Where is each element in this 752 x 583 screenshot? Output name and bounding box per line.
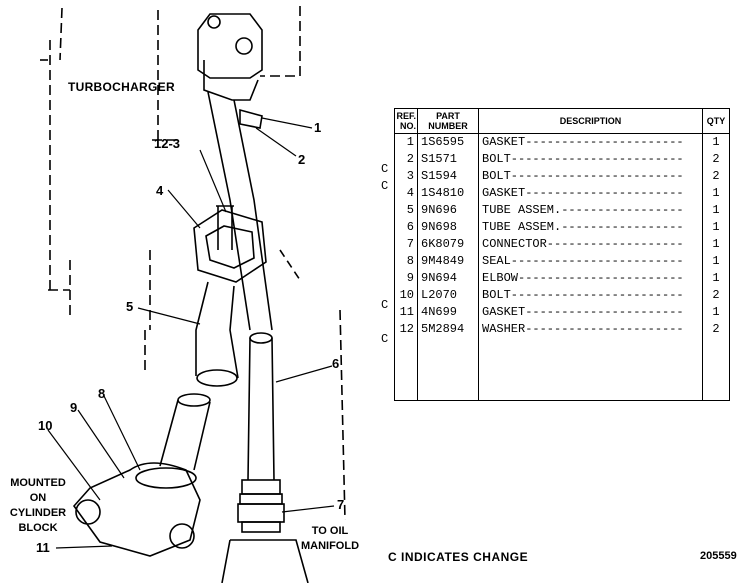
- description-cell: GASKET----------------------: [478, 304, 703, 321]
- description-cell: TUBE ASSEM.-----------------: [478, 219, 703, 236]
- ref-cell: 5: [394, 202, 418, 219]
- ref-cell: 2: [394, 151, 418, 168]
- description-cell: ELBOW-----------------------: [478, 270, 703, 287]
- description-cell: CONNECTOR-------------------: [478, 236, 703, 253]
- ref-cell: 10: [394, 287, 418, 304]
- mounted-line-1: MOUNTED: [10, 477, 66, 489]
- description-cell: TUBE ASSEM.-----------------: [478, 202, 703, 219]
- ref-cell: 4: [394, 185, 418, 202]
- description-cell: SEAL------------------------: [478, 253, 703, 270]
- qty-cell: 1: [702, 253, 730, 270]
- change-marker-row-10: C: [381, 298, 389, 312]
- to-oil-line-2: MANIFOLD: [300, 540, 360, 552]
- callout-11: 11: [36, 540, 50, 555]
- mounted-line-4: BLOCK: [18, 522, 58, 534]
- ref-cell: 3: [394, 168, 418, 185]
- part-cell: 1S6595: [417, 133, 479, 151]
- ref-cell: 6: [394, 219, 418, 236]
- qty-cell: 1: [702, 270, 730, 287]
- ref-cell: 7: [394, 236, 418, 253]
- figure-number: 205559: [700, 550, 737, 562]
- table-header-row: REF. NO. PART NUMBER DESCRIPTION QTY: [394, 108, 730, 134]
- qty-cell: 1: [702, 219, 730, 236]
- qty-cell: 1: [702, 236, 730, 253]
- ref-cell: 11: [394, 304, 418, 321]
- callout-2: 2: [298, 152, 306, 167]
- callout-12-3: 12-3: [154, 136, 181, 151]
- part-cell: S1594: [417, 168, 479, 185]
- ref-cell: 9: [394, 270, 418, 287]
- qty-cell: 2: [702, 287, 730, 304]
- to-oil-manifold-label: TO OIL MANIFOLD: [294, 524, 366, 554]
- turbocharger-label: TURBOCHARGER: [68, 80, 175, 94]
- description-cell: BOLT------------------------: [478, 151, 703, 168]
- mounted-on-cylinder-block-label: MOUNTED ON CYLINDER BLOCK: [4, 476, 72, 536]
- qty-cell: 2: [702, 168, 730, 185]
- part-cell: 9M4849: [417, 253, 479, 270]
- change-marker-row-12: C: [381, 332, 389, 346]
- qty-cell: 2: [702, 151, 730, 168]
- callout-10: 10: [38, 418, 53, 433]
- ref-cell: 12: [394, 321, 418, 338]
- qty-cell: 2: [702, 321, 730, 338]
- description-cell: GASKET----------------------: [478, 133, 703, 151]
- header-ref-no: REF. NO.: [394, 108, 418, 134]
- part-cell: 6K8079: [417, 236, 479, 253]
- part-cell: 5M2894: [417, 321, 479, 338]
- ref-cell: 1: [394, 133, 418, 151]
- part-cell: L2070: [417, 287, 479, 304]
- part-cell: S1571: [417, 151, 479, 168]
- callout-8: 8: [98, 386, 106, 401]
- part-cell: 9N694: [417, 270, 479, 287]
- part-cell: 9N698: [417, 219, 479, 236]
- part-cell: 9N696: [417, 202, 479, 219]
- header-description: DESCRIPTION: [478, 108, 703, 134]
- part-cell: 4N699: [417, 304, 479, 321]
- change-marker-row-3: C: [381, 179, 389, 193]
- description-cell: BOLT------------------------: [478, 287, 703, 304]
- callout-9: 9: [70, 400, 78, 415]
- callout-6: 6: [332, 356, 340, 371]
- change-legend-note: C INDICATES CHANGE: [388, 550, 529, 564]
- mounted-line-2: ON: [29, 492, 47, 504]
- header-part-number: PART NUMBER: [417, 108, 479, 134]
- callout-4: 4: [156, 183, 164, 198]
- qty-cell: 1: [702, 133, 730, 151]
- callout-5: 5: [126, 299, 134, 314]
- table-filler-row: [394, 338, 730, 401]
- description-cell: GASKET----------------------: [478, 185, 703, 202]
- qty-cell: 1: [702, 202, 730, 219]
- header-qty: QTY: [702, 108, 730, 134]
- callout-7: 7: [337, 497, 345, 512]
- ref-cell: 8: [394, 253, 418, 270]
- qty-cell: 1: [702, 304, 730, 321]
- callout-1: 1: [314, 120, 322, 135]
- part-cell: 1S4810: [417, 185, 479, 202]
- description-cell: BOLT------------------------: [478, 168, 703, 185]
- change-marker-row-2: C: [381, 162, 389, 176]
- qty-cell: 1: [702, 185, 730, 202]
- to-oil-line-1: TO OIL: [311, 525, 349, 537]
- mounted-line-3: CYLINDER: [9, 507, 67, 519]
- description-cell: WASHER----------------------: [478, 321, 703, 338]
